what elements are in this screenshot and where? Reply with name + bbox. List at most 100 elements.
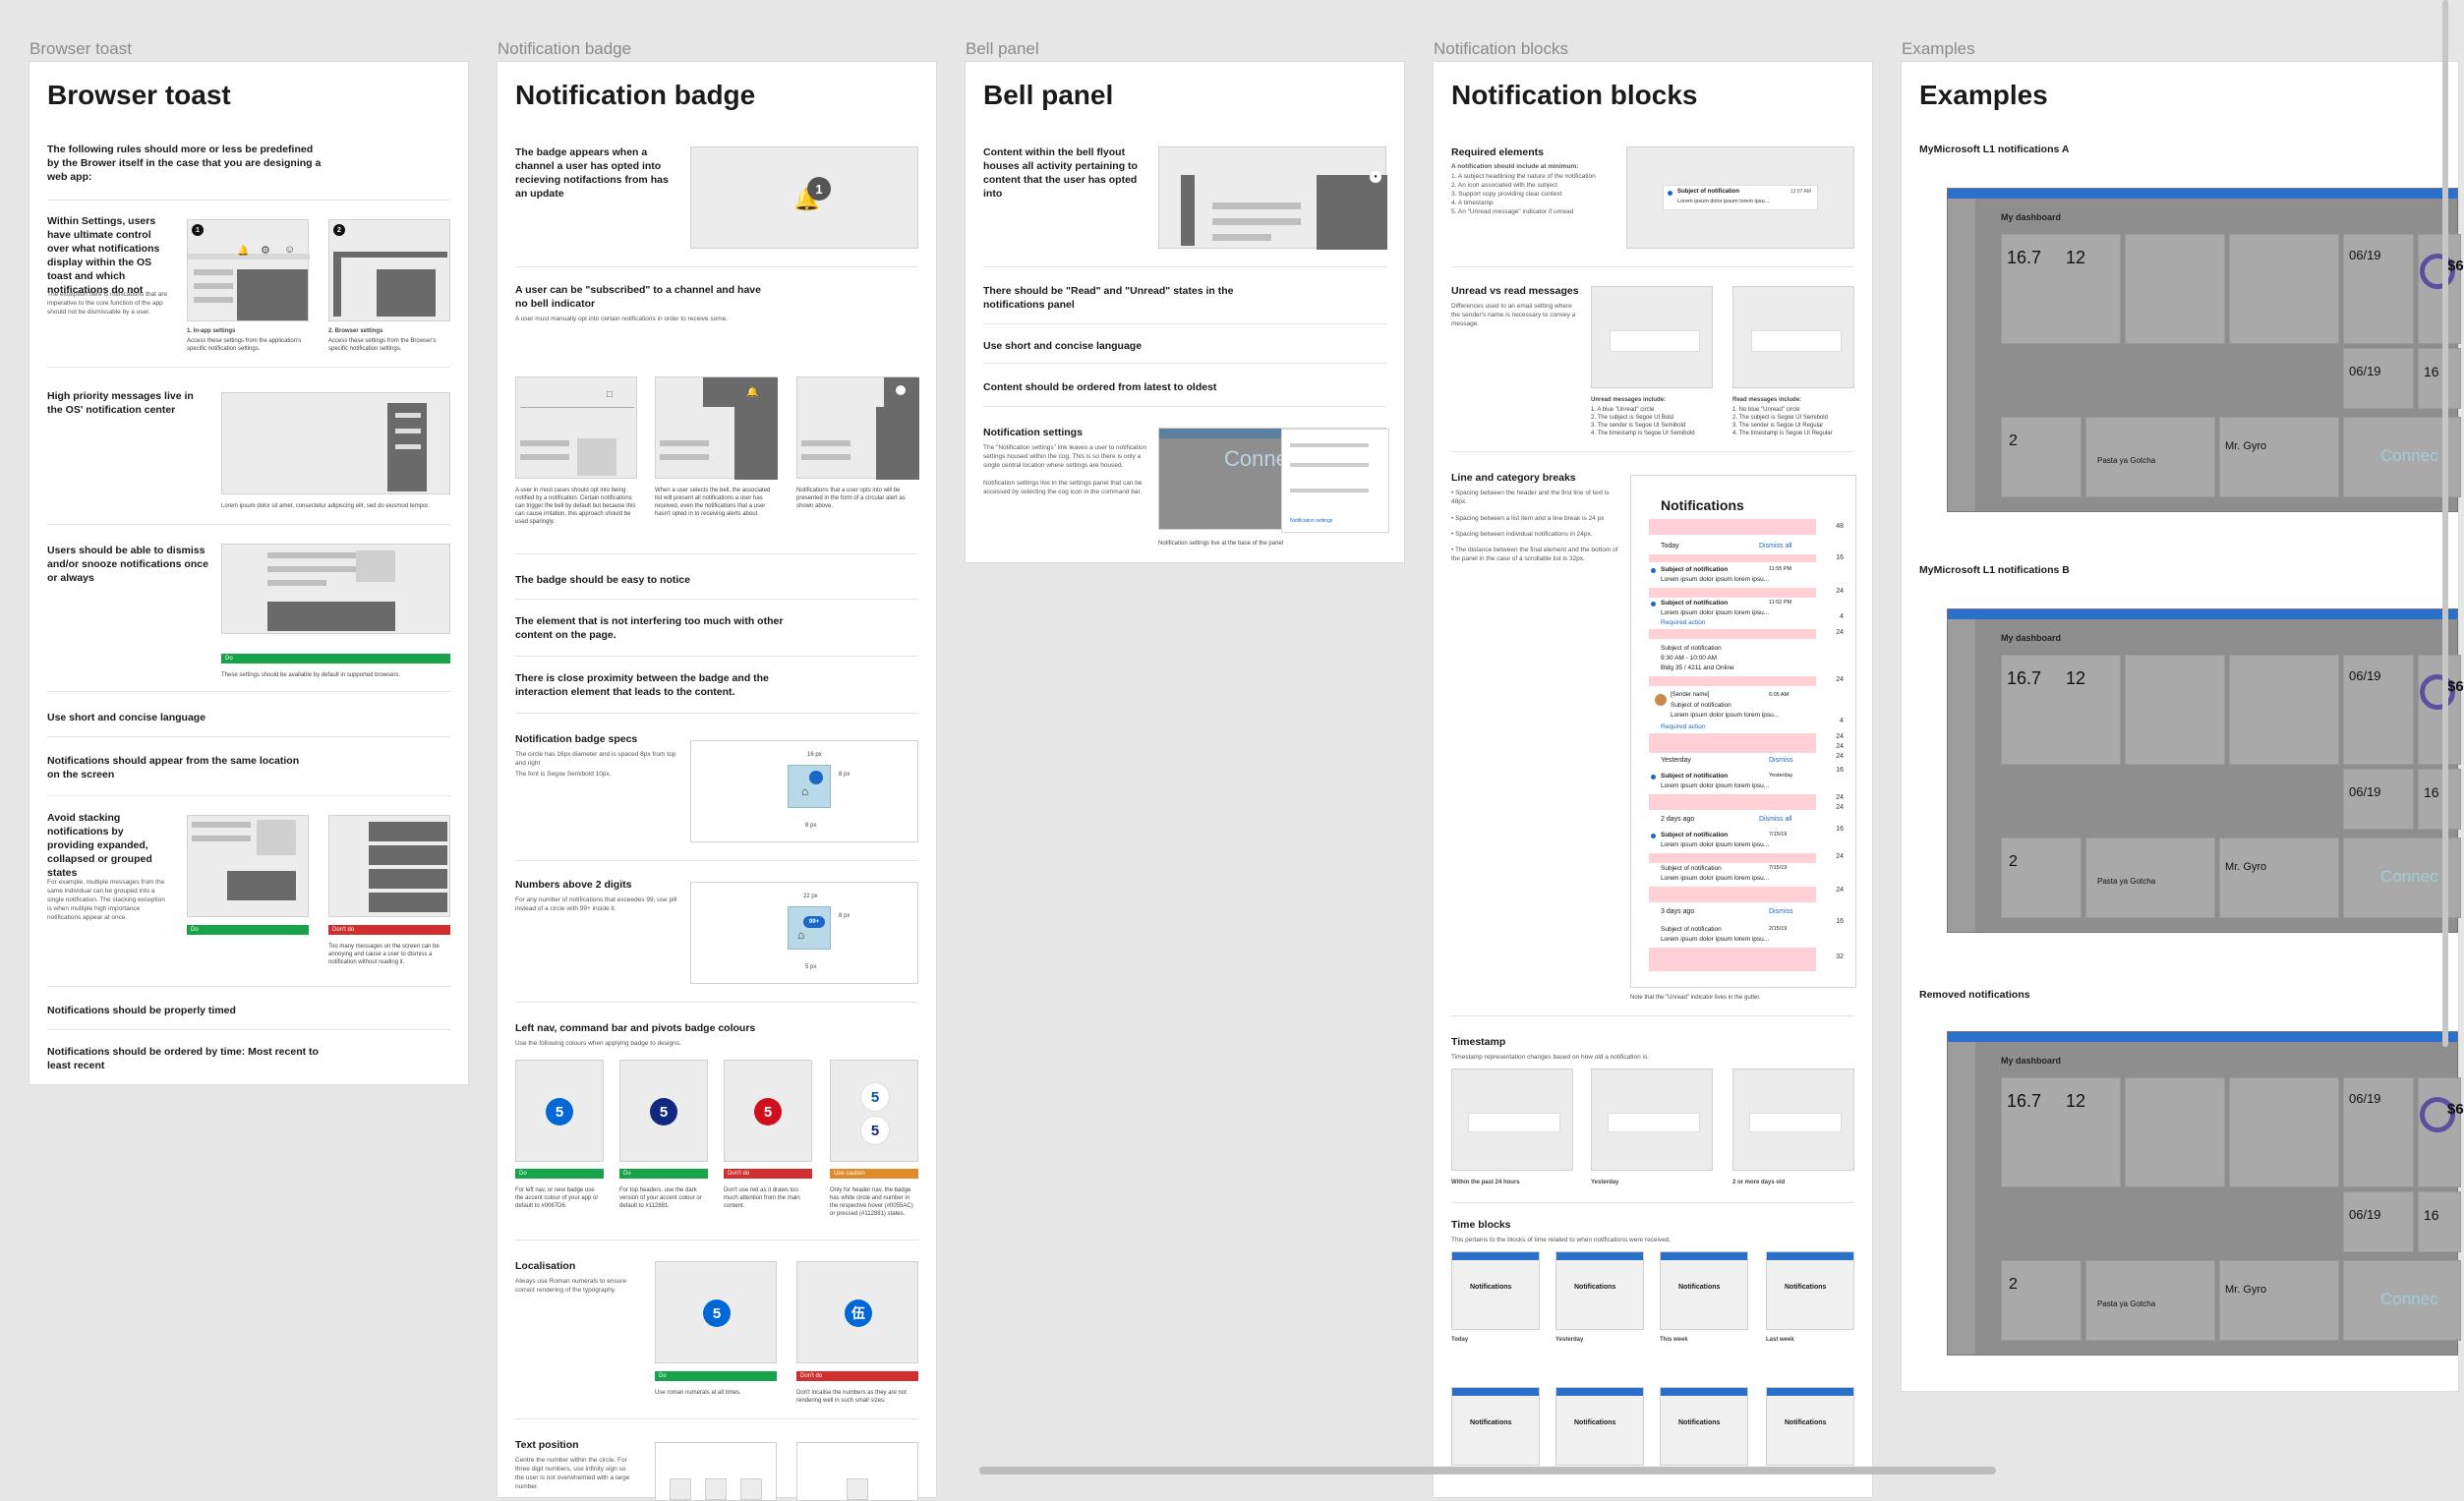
vertical-scrollbar[interactable]: [2442, 0, 2448, 1047]
dismiss-all-link[interactable]: Dismiss all: [1759, 816, 1792, 823]
notif-time: 11:55 PM: [1769, 566, 1792, 572]
dont-tag: Don't do: [328, 925, 450, 935]
dismiss-link[interactable]: Dismiss: [1769, 757, 1793, 764]
opted-alert-illustration: [796, 376, 919, 480]
bell-flyout-illustration: ●: [1158, 146, 1387, 250]
toast-s7-head: Notifications should be properly timed: [47, 1005, 236, 1016]
group-three-days: 3 days ago: [1661, 908, 1695, 915]
meeting-time: 9:30 AM - 10:00 AM: [1661, 655, 1718, 662]
bell-with-badge-illustration: 🔔 1: [690, 146, 918, 249]
group-two-days: 2 days ago: [1661, 816, 1695, 823]
req-time: 12:07 AM: [1789, 189, 1811, 195]
bell-settings-body-2: Notification settings live in the settin…: [983, 480, 1143, 495]
spacing-label: 4: [1840, 613, 1844, 620]
example-c-screenshot[interactable]: My dashboard 16.7 12 06/19 $6 06/19 16 2…: [1947, 1031, 2464, 1356]
board-notification-blocks[interactable]: Notification blocks Required elements A …: [1434, 62, 1872, 1497]
group-today: Today: [1661, 543, 1679, 549]
date-value: 06/19: [2349, 248, 2381, 262]
ts-caption-2: Yesterday: [1591, 1180, 1619, 1185]
badge-sub-caption-1: A user in most cases should opt into bei…: [515, 488, 636, 525]
frame-label-bell-panel: Bell panel: [966, 39, 1039, 58]
example-b-screenshot[interactable]: My dashboard 16.7 12 06/19 $6 06/19 16 2…: [1947, 608, 2464, 933]
browser-settings-illustration: 2: [328, 219, 450, 321]
spacing-label: 24: [1836, 804, 1844, 811]
toast-intro: The following rules should more or less …: [47, 144, 322, 183]
notif-body: Lorem ipsum dolor ipsum lorem ipsu...: [1661, 576, 1770, 583]
example-a-screenshot[interactable]: My dashboard 16.7 12 06/19 $6 06/19 16 2…: [1947, 188, 2464, 512]
step-one-badge: 1: [192, 224, 204, 236]
badge-white-pressed: 5: [860, 1116, 890, 1145]
badge-rule-3: There is close proximity between the bad…: [515, 672, 769, 698]
board-examples[interactable]: Examples MyMicrosoft L1 notifications A …: [1902, 62, 2464, 1391]
stat-value: 16: [2424, 1207, 2439, 1223]
required-action-link[interactable]: Required action: [1661, 619, 1706, 626]
text-position-sample-2: [796, 1442, 918, 1501]
dismiss-link[interactable]: Dismiss: [1769, 908, 1793, 915]
restaurant-name: Pasta ya Gotcha: [2097, 1299, 2156, 1308]
colour-white-sample: 5 5: [830, 1060, 918, 1162]
inapp-caption: 1. In-app settings: [187, 328, 236, 334]
required-action-link[interactable]: Required action: [1661, 723, 1706, 730]
spacing-label: 16: [1836, 826, 1844, 833]
restaurant-name: Pasta ya Gotcha: [2097, 456, 2156, 465]
panel-title: Notifications: [1661, 497, 1744, 513]
ts-head: Timestamp: [1451, 1036, 1506, 1048]
spacing-label: 24: [1836, 753, 1844, 760]
toast-s6-caption: Too many messages on the screen can be a…: [328, 944, 440, 965]
notifications-panel-spec: Notifications Today Dismiss all Subject …: [1630, 475, 1856, 988]
badge-roman: 5: [703, 1299, 731, 1327]
unread-sample: [1591, 286, 1713, 388]
bell-settings-head: Notification settings: [983, 427, 1083, 438]
loc-caption-2: Don't localise the numbers as they are n…: [796, 1390, 907, 1404]
stat-value: 16.7: [2007, 668, 2042, 688]
spacing-label: 16: [1836, 767, 1844, 774]
badge-tp-body: Centre the number within the circle. For…: [515, 1457, 630, 1490]
board-title: Bell panel: [983, 80, 1114, 110]
home-icon: ⌂: [801, 784, 809, 798]
connect-text: Connec: [2380, 446, 2438, 465]
required-elements-sample: Subject of notification 12:07 AM Lorem i…: [1626, 146, 1854, 249]
toast-s1-body: The exception here is notifications that…: [47, 291, 168, 316]
badge-tp-head: Text position: [515, 1439, 579, 1451]
colour-caption-1: For left nav, or new badge use the accen…: [515, 1187, 599, 1209]
lc-bullet-1: • Spacing between the header and the fir…: [1451, 490, 1610, 505]
frame-label-browser-toast: Browser toast: [29, 39, 132, 58]
timeblock-row2-1: Notifications: [1451, 1387, 1540, 1466]
board-bell-panel[interactable]: Bell panel Content within the bell flyou…: [966, 62, 1404, 562]
toast-s2-caption: Lorem ipsum dolor sit amet, consectetur …: [221, 503, 430, 509]
do-tag: Do: [655, 1371, 777, 1381]
caution-tag: Use caution: [830, 1169, 918, 1179]
spacing-label: 24: [1836, 588, 1844, 595]
ts-caption-3: 2 or more days old: [1732, 1180, 1786, 1185]
badge-sub-caption-2: When a user selects the bell, the associ…: [655, 488, 771, 517]
dismiss-all-link[interactable]: Dismiss all: [1759, 543, 1792, 549]
badge-sub-head: A user can be "subscribed" to a channel …: [515, 284, 761, 310]
browser-caption: 2. Browser settings: [328, 328, 383, 334]
person-icon: ☺: [284, 244, 296, 256]
stat-value: 16: [2424, 784, 2439, 800]
frame-label-notification-blocks: Notification blocks: [1434, 39, 1569, 58]
badge-sub-body: A user must manually opt into certain no…: [515, 316, 729, 322]
stat-value: 2: [2009, 1276, 2018, 1293]
connect-text: Connec: [2380, 1290, 2438, 1308]
ur-unread-list: 1. A blue "Unread" circle 2. The subject…: [1591, 407, 1695, 436]
board-title: Browser toast: [47, 80, 231, 110]
spacing-label: 4: [1840, 718, 1844, 724]
timestamp-sample-2: [1591, 1068, 1713, 1171]
timestamp-sample-3: [1732, 1068, 1854, 1171]
bell-outline-icon: □: [607, 389, 614, 400]
ur-read-list: 1. No blue "Unread" circle 2. The subjec…: [1732, 407, 1833, 436]
notif-time: 6:05 AM: [1769, 692, 1789, 698]
horizontal-scrollbar[interactable]: [979, 1467, 1996, 1474]
notification-settings-link[interactable]: Notification settings: [1290, 518, 1333, 524]
read-sample: [1732, 286, 1854, 388]
board-browser-toast[interactable]: Browser toast The following rules should…: [29, 62, 468, 1084]
spacing-label: 24: [1836, 794, 1844, 801]
ur-read-head: Read messages include:: [1732, 397, 1802, 403]
stat-value: 16.7: [2007, 1091, 2042, 1111]
notif-subject: Subject of notification: [1661, 773, 1729, 779]
do-tag: Do: [619, 1169, 708, 1179]
board-notification-badge[interactable]: Notification badge The badge appears whe…: [498, 62, 936, 1501]
ur-body: Differences used to an email setting whe…: [1451, 303, 1576, 327]
toast-s1-head: Within Settings, users have ultimate con…: [47, 215, 160, 296]
